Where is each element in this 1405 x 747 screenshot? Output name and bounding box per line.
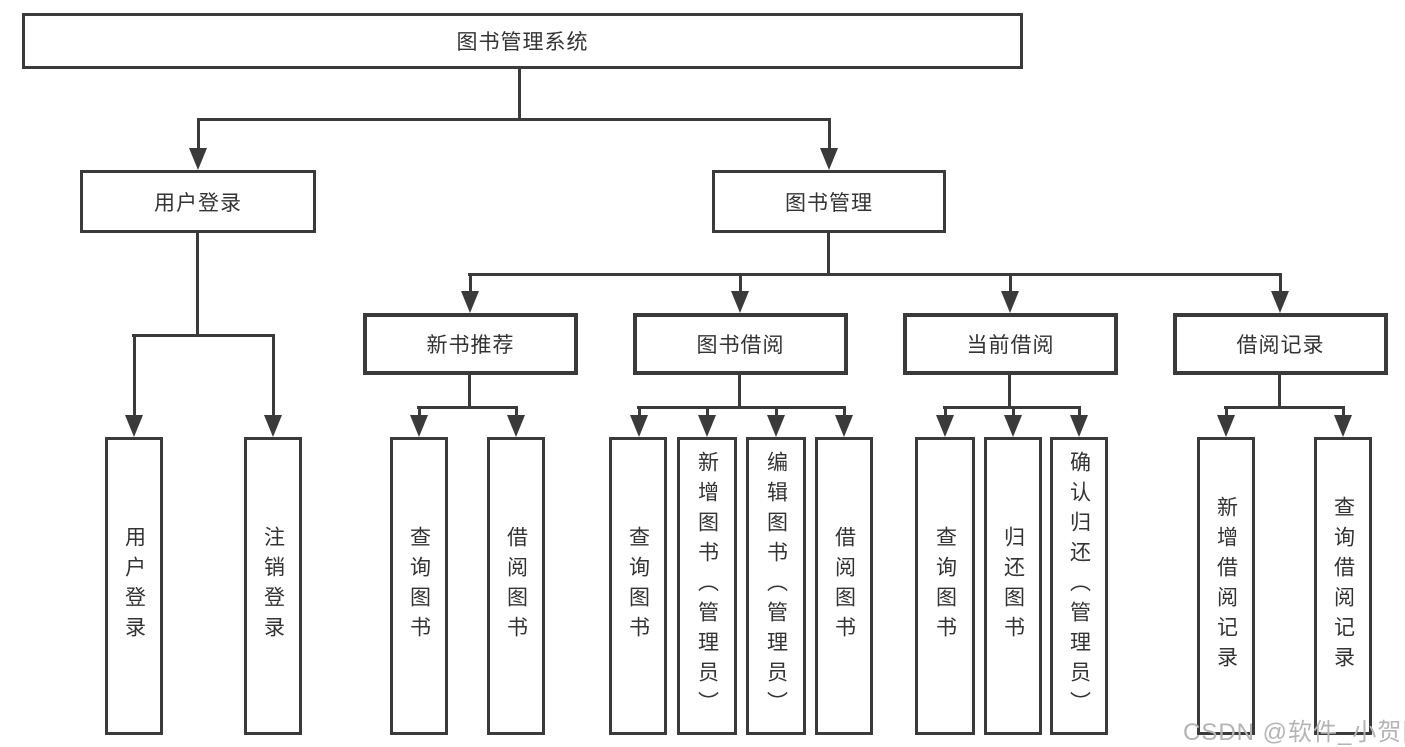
leaf-borrowing-query-books: 查询图书 — [609, 437, 667, 735]
arrow-to-book-borrowing — [731, 273, 749, 313]
watermark: CSDN @软件_小贺同学 — [1183, 719, 1405, 746]
leaf-borrowing-add-books-admin-label: 新增图书（管理员） — [695, 451, 719, 721]
arrow-borrowing-add — [698, 406, 716, 437]
leaf-borrowing-query-books-label: 查询图书 — [626, 526, 650, 646]
leaf-newbook-query-books: 查询图书 — [390, 437, 448, 735]
arrow-to-borrowing-records — [1271, 273, 1289, 313]
node-new-book-recommendation-label: 新书推荐 — [426, 334, 515, 357]
leaf-borrowing-add-books-admin: 新增图书（管理员） — [677, 437, 737, 735]
connector-records-stem — [1278, 375, 1281, 406]
arrow-records-query — [1334, 406, 1352, 437]
connector-borrowing-rail — [637, 406, 846, 409]
node-current-borrowing-label: 当前借阅 — [966, 334, 1055, 357]
node-borrowing-records-label: 借阅记录 — [1236, 334, 1325, 357]
leaf-newbook-query-books-label: 查询图书 — [407, 526, 431, 646]
leaf-current-confirm-return-admin: 确认归还（管理员） — [1050, 437, 1108, 735]
connector-user-login-stem — [196, 233, 199, 334]
leaf-borrowing-edit-books-admin-label: 编辑图书（管理员） — [764, 451, 788, 721]
leaf-records-add-borrow-record-label: 新增借阅记录 — [1214, 496, 1238, 676]
connector-root-stem — [518, 69, 521, 118]
arrow-newbook-borrow — [507, 406, 525, 437]
leaf-newbook-borrow-books: 借阅图书 — [487, 437, 545, 735]
arrow-to-leaf-user-login — [125, 334, 143, 437]
node-book-management: 图书管理 — [712, 170, 946, 233]
arrow-to-user-login — [189, 118, 207, 170]
connector-current-stem — [1008, 375, 1011, 406]
leaf-current-query-books: 查询图书 — [915, 437, 975, 735]
arrow-to-new-book-recommendation — [461, 273, 479, 313]
leaf-records-add-borrow-record: 新增借阅记录 — [1197, 437, 1255, 735]
leaf-current-return-books: 归还图书 — [984, 437, 1042, 735]
node-library-system-label: 图书管理系统 — [456, 31, 589, 54]
node-book-borrowing-label: 图书借阅 — [696, 334, 785, 357]
leaf-user-login: 用户登录 — [105, 437, 163, 735]
arrow-to-book-management — [820, 118, 838, 170]
connector-level3-rail — [468, 273, 1281, 276]
leaf-borrowing-borrow-books-label: 借阅图书 — [832, 526, 856, 646]
leaf-borrowing-borrow-books: 借阅图书 — [815, 437, 873, 735]
node-book-borrowing: 图书借阅 — [633, 313, 848, 375]
arrow-borrowing-edit — [767, 406, 785, 437]
arrow-current-return — [1004, 406, 1022, 437]
leaf-logout-label: 注销登录 — [261, 526, 285, 646]
arrow-to-current-borrowing — [1001, 273, 1019, 313]
arrow-current-query — [936, 406, 954, 437]
arrow-to-leaf-logout — [264, 334, 282, 437]
connector-records-rail — [1224, 406, 1345, 409]
leaf-borrowing-edit-books-admin: 编辑图书（管理员） — [746, 437, 806, 735]
leaf-newbook-borrow-books-label: 借阅图书 — [504, 526, 528, 646]
leaf-records-query-borrow-record-label: 查询借阅记录 — [1331, 496, 1355, 676]
connector-newbook-rail — [417, 406, 518, 409]
connector-newbook-stem — [468, 375, 471, 406]
arrow-current-confirm — [1070, 406, 1088, 437]
leaf-records-query-borrow-record: 查询借阅记录 — [1314, 437, 1372, 735]
node-library-system: 图书管理系统 — [22, 13, 1023, 69]
node-borrowing-records: 借阅记录 — [1173, 313, 1388, 375]
connector-book-management-stem — [827, 233, 830, 273]
node-user-login-label: 用户登录 — [154, 191, 242, 215]
node-book-management-label: 图书管理 — [785, 191, 873, 215]
node-new-book-recommendation: 新书推荐 — [363, 313, 578, 375]
connector-user-login-rail — [132, 334, 275, 337]
arrow-newbook-query — [410, 406, 428, 437]
leaf-current-confirm-return-admin-label: 确认归还（管理员） — [1067, 451, 1091, 721]
node-user-login: 用户登录 — [80, 170, 316, 233]
connector-level2-rail — [197, 118, 830, 121]
leaf-current-return-books-label: 归还图书 — [1001, 526, 1025, 646]
leaf-logout: 注销登录 — [244, 437, 302, 735]
connector-borrowing-stem — [738, 375, 741, 406]
node-current-borrowing: 当前借阅 — [903, 313, 1118, 375]
arrow-borrowing-borrow — [835, 406, 853, 437]
leaf-user-login-label: 用户登录 — [122, 526, 146, 646]
arrow-borrowing-query — [630, 406, 648, 437]
leaf-current-query-books-label: 查询图书 — [933, 526, 957, 646]
arrow-records-add — [1217, 406, 1235, 437]
